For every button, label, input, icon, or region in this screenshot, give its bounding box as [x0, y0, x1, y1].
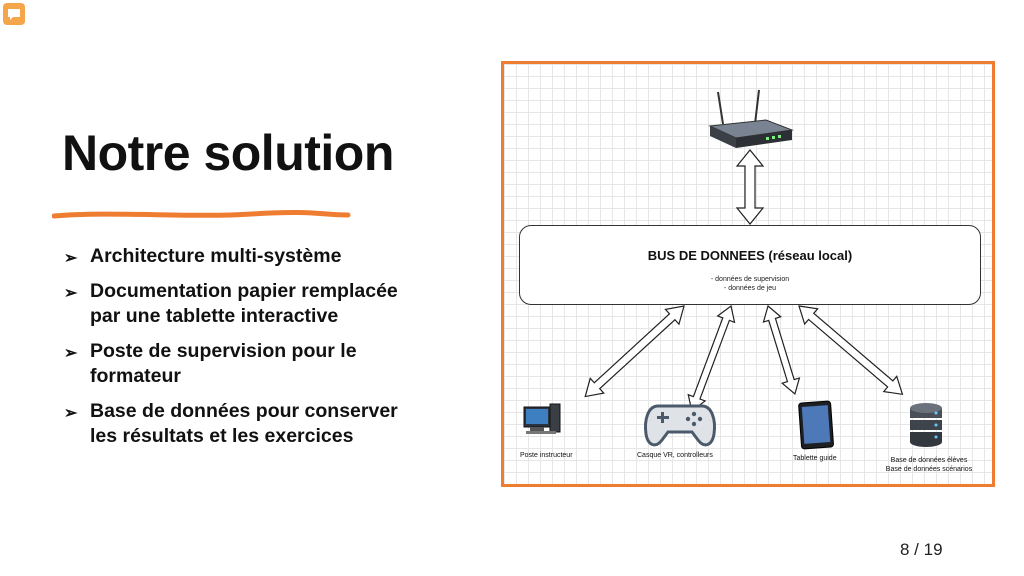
bullet-item: ➢ Poste de supervision pour le formateur — [64, 339, 424, 389]
bus-line-supervision: - données de supervision — [710, 276, 790, 283]
bullet-text: Architecture multi-système — [90, 245, 342, 267]
db-label: Base de données élèves Base de données s… — [884, 456, 974, 474]
tablet-icon — [798, 400, 834, 450]
computer-icon — [523, 403, 561, 434]
comment-icon[interactable] — [3, 3, 25, 25]
data-bus-box: BUS DE DONNEES (réseau local) - données … — [519, 225, 981, 305]
bullet-list: ➢ Architecture multi-système ➢ Documentati… — [64, 244, 424, 459]
database-icon — [910, 403, 942, 447]
db-label-scenarios: Base de données scénarios — [885, 466, 973, 473]
double-arrow — [584, 305, 685, 398]
gamepad-icon — [644, 404, 716, 447]
diagram-graphics — [523, 89, 942, 450]
arrow-bullet-icon: ➢ — [64, 405, 78, 422]
title-underline — [52, 209, 351, 219]
double-arrow — [762, 304, 801, 396]
tablet-label: Tablette guide — [793, 455, 837, 462]
arrow-bullet-icon: ➢ — [64, 285, 78, 302]
slide-title: Notre solution — [62, 125, 394, 181]
vr-label: Casque VR, controlleurs — [637, 452, 713, 459]
pc-label: Poste instructeur — [520, 452, 573, 459]
double-arrow — [687, 304, 736, 412]
bullet-item: ➢ Architecture multi-système — [64, 244, 424, 269]
double-arrow — [798, 305, 904, 396]
bullet-text: Base de données pour conserver les résul… — [90, 400, 398, 447]
bullet-item: ➢ Base de données pour conserver les résu… — [64, 399, 424, 449]
bus-line-game: - données de jeu — [723, 285, 777, 292]
db-label-students: Base de données élèves — [890, 457, 968, 464]
arrow-bullet-icon: ➢ — [64, 345, 78, 362]
arrow-bullet-icon: ➢ — [64, 250, 78, 267]
bus-title: BUS DE DONNEES (réseau local) — [647, 248, 853, 263]
double-arrow — [735, 149, 765, 225]
architecture-diagram: BUS DE DONNEES (réseau local) - données … — [501, 61, 995, 487]
page-number: 8 / 19 — [900, 540, 943, 559]
bullet-text: Documentation papier remplacée par une t… — [90, 280, 398, 327]
router-icon — [708, 89, 794, 148]
bullet-item: ➢ Documentation papier remplacée par une … — [64, 279, 424, 329]
bullet-text: Poste de supervision pour le formateur — [90, 340, 357, 387]
